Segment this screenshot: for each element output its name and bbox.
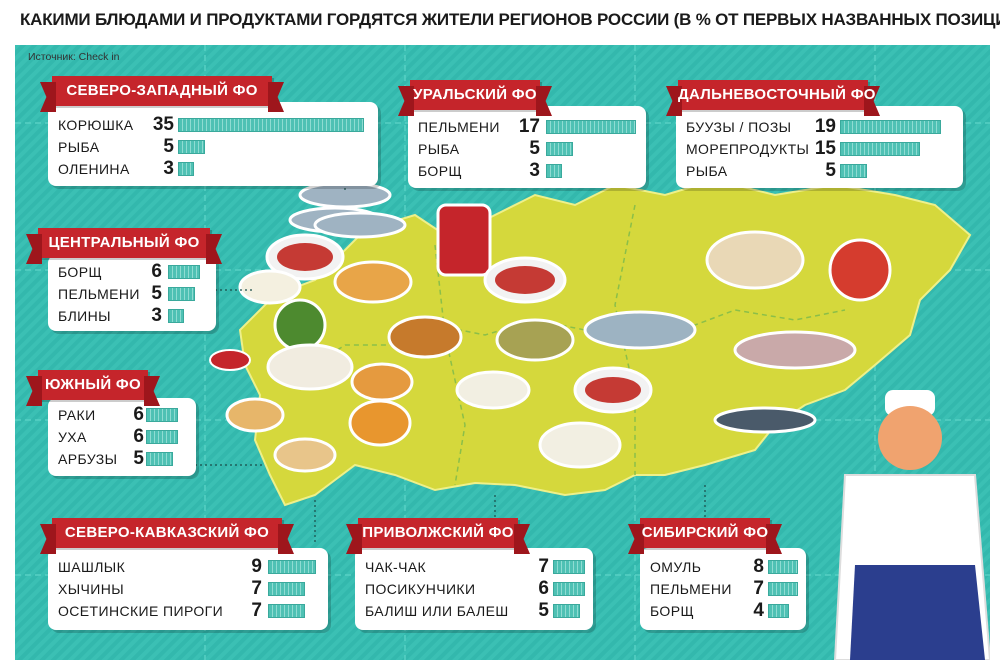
value-label: 6	[133, 404, 144, 425]
panel-title-siberia: СИБИРСКИЙ ФО	[640, 518, 770, 548]
category-label: БОРЩ	[650, 603, 694, 619]
source-note: Источник: Check in	[28, 51, 120, 63]
value-label: 3	[529, 160, 540, 181]
panel-title-northwest: СЕВЕРО-ЗАПАДНЫЙ ФО	[52, 76, 272, 106]
value-label: 7	[538, 556, 549, 577]
value-label: 17	[518, 116, 540, 137]
value-bar	[840, 142, 920, 156]
category-label: РЫБА	[418, 141, 460, 157]
value-bar	[546, 142, 573, 156]
value-bar	[768, 604, 790, 618]
value-bar	[146, 408, 178, 422]
panel-title-north-caucasus: СЕВЕРО-КАВКАЗСКИЙ ФО	[52, 518, 282, 548]
value-label: 7	[251, 600, 262, 621]
value-label: 5	[825, 160, 836, 181]
value-bar	[840, 120, 941, 134]
category-label: АРБУЗЫ	[58, 451, 118, 467]
panel-south: РАКИ 6 УХА 6 АРБУЗЫ 5	[48, 398, 196, 476]
value-bar	[553, 604, 580, 618]
category-label: ПОСИКУНЧИКИ	[365, 581, 476, 597]
category-label: ЧАК-ЧАК	[365, 559, 427, 575]
page-title: КАКИМИ БЛЮДАМИ И ПРОДУКТАМИ ГОРДЯТСЯ ЖИТ…	[20, 10, 1000, 29]
value-bar	[178, 162, 194, 176]
value-bar	[553, 582, 585, 596]
value-bar	[840, 164, 867, 178]
value-label: 5	[538, 600, 549, 621]
category-label: КОРЮШКА	[58, 117, 134, 133]
panel-title-south: ЮЖНЫЙ ФО	[38, 370, 148, 400]
value-label: 6	[151, 261, 162, 282]
category-label: ОСЕТИНСКИЕ ПИРОГИ	[58, 603, 224, 619]
panel-title-far-east: ДАЛЬНЕВОСТОЧНЫЙ ФО	[678, 80, 875, 110]
value-label: 3	[151, 305, 162, 326]
value-label: 9	[251, 556, 262, 577]
value-label: 19	[814, 116, 836, 137]
category-label: БУУЗЫ / ПОЗЫ	[686, 119, 792, 135]
category-label: ШАШЛЫК	[58, 559, 126, 575]
category-label: ПЕЛЬМЕНИ	[418, 119, 500, 135]
value-bar	[546, 120, 637, 134]
category-label: БОРЩ	[418, 163, 462, 179]
value-bar	[768, 582, 798, 596]
category-label: МОРЕПРОДУКТЫ	[686, 141, 810, 157]
category-label: ОМУЛЬ	[650, 559, 702, 575]
value-label: 6	[538, 578, 549, 599]
category-label: РАКИ	[58, 407, 96, 423]
value-bar	[168, 287, 195, 301]
panel-title-volga: ПРИВОЛЖСКИЙ ФО	[358, 518, 518, 548]
panel-north-caucasus: ШАШЛЫК 9 ХЫЧИНЫ 7 ОСЕТИНСКИЕ ПИРОГИ 7	[48, 548, 328, 630]
value-bar	[268, 604, 306, 618]
panel-volga: ЧАК-ЧАК 7 ПОСИКУНЧИКИ 6 БАЛИШ ИЛИ БАЛЕШ 5	[355, 548, 593, 630]
value-label: 35	[152, 114, 174, 135]
chef-illustration	[713, 390, 990, 660]
value-label: 7	[251, 578, 262, 599]
panel-title-central: ЦЕНТРАЛЬНЫЙ ФО	[38, 228, 210, 258]
category-label: РЫБА	[686, 163, 728, 179]
category-label: БЛИНЫ	[58, 308, 111, 324]
category-label: РЫБА	[58, 139, 100, 155]
category-label: БАЛИШ ИЛИ БАЛЕШ	[365, 603, 509, 619]
value-label: 5	[163, 136, 174, 157]
value-label: 4	[753, 600, 764, 621]
value-bar	[146, 430, 178, 444]
value-label: 5	[133, 448, 144, 469]
value-label: 7	[753, 578, 764, 599]
value-bar	[146, 452, 173, 466]
panel-central: БОРЩ 6 ПЕЛЬМЕНИ 5 БЛИНЫ 3	[48, 255, 216, 331]
value-bar	[553, 560, 585, 574]
category-label: ОЛЕНИНА	[58, 161, 130, 177]
value-bar	[268, 560, 316, 574]
category-label: ПЕЛЬМЕНИ	[58, 286, 140, 302]
category-label: ПЕЛЬМЕНИ	[650, 581, 732, 597]
value-bar	[178, 140, 205, 154]
category-label: УХА	[58, 429, 87, 445]
value-bar	[168, 309, 184, 323]
value-bar	[178, 118, 364, 132]
value-bar	[168, 265, 200, 279]
value-bar	[546, 164, 562, 178]
value-label: 5	[529, 138, 540, 159]
value-label: 15	[814, 138, 836, 159]
value-label: 5	[151, 283, 162, 304]
panel-siberia: ОМУЛЬ 8 ПЕЛЬМЕНИ 7 БОРЩ 4	[640, 548, 806, 630]
category-label: ХЫЧИНЫ	[58, 581, 125, 597]
value-bar	[768, 560, 798, 574]
panel-ural: ПЕЛЬМЕНИ 17 РЫБА 5 БОРЩ 3	[408, 106, 646, 188]
value-label: 8	[753, 556, 764, 577]
panel-northwest: КОРЮШКА 35 РЫБА 5 ОЛЕНИНА 3	[48, 102, 378, 186]
panel-title-ural: УРАЛЬСКИЙ ФО	[410, 80, 540, 110]
value-label: 3	[163, 158, 174, 179]
food-illustrations	[209, 181, 892, 473]
category-label: БОРЩ	[58, 264, 102, 280]
value-bar	[268, 582, 306, 596]
value-label: 6	[133, 426, 144, 447]
